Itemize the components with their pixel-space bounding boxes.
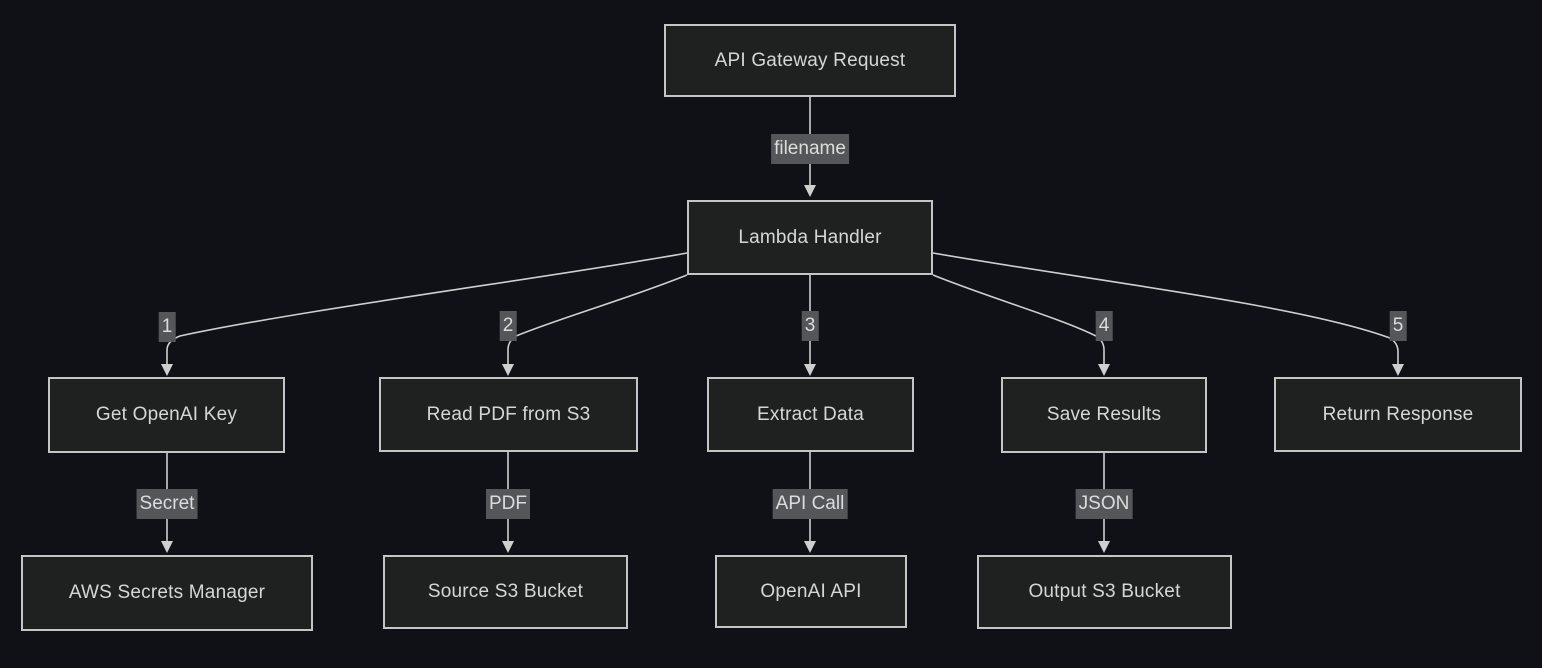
- edge-label-secret: Secret: [136, 489, 198, 519]
- node-aws-secrets-manager: AWS Secrets Manager: [21, 555, 313, 631]
- node-source-s3-bucket: Source S3 Bucket: [383, 555, 628, 629]
- node-output-s3-bucket: Output S3 Bucket: [977, 555, 1232, 629]
- edge-label-1: 1: [158, 312, 176, 342]
- node-return-response: Return Response: [1274, 377, 1522, 452]
- node-get-openai-key: Get OpenAI Key: [48, 377, 285, 453]
- edge-label-2: 2: [499, 311, 517, 341]
- node-api-gateway-request: API Gateway Request: [664, 24, 956, 97]
- edge-label-4: 4: [1095, 311, 1113, 341]
- edge-label-json: JSON: [1075, 489, 1133, 519]
- node-extract-data: Extract Data: [707, 377, 914, 452]
- edge-label-pdf: PDF: [486, 489, 530, 519]
- node-save-results: Save Results: [1001, 377, 1207, 453]
- edge-lambda-to-get-openai-key: [161, 252, 688, 376]
- edge-lambda-to-return-response: [932, 252, 1404, 376]
- node-lambda-handler: Lambda Handler: [687, 200, 933, 275]
- node-openai-api: OpenAI API: [715, 555, 907, 628]
- edge-label-filename: filename: [771, 134, 849, 164]
- edge-label-5: 5: [1389, 311, 1407, 341]
- edge-label-api-call: API Call: [772, 489, 848, 519]
- node-read-pdf-from-s3: Read PDF from S3: [379, 377, 638, 452]
- edge-label-3: 3: [801, 311, 819, 341]
- edge-lambda-to-save-results: [932, 274, 1110, 376]
- edge-lambda-to-read-pdf: [502, 274, 688, 376]
